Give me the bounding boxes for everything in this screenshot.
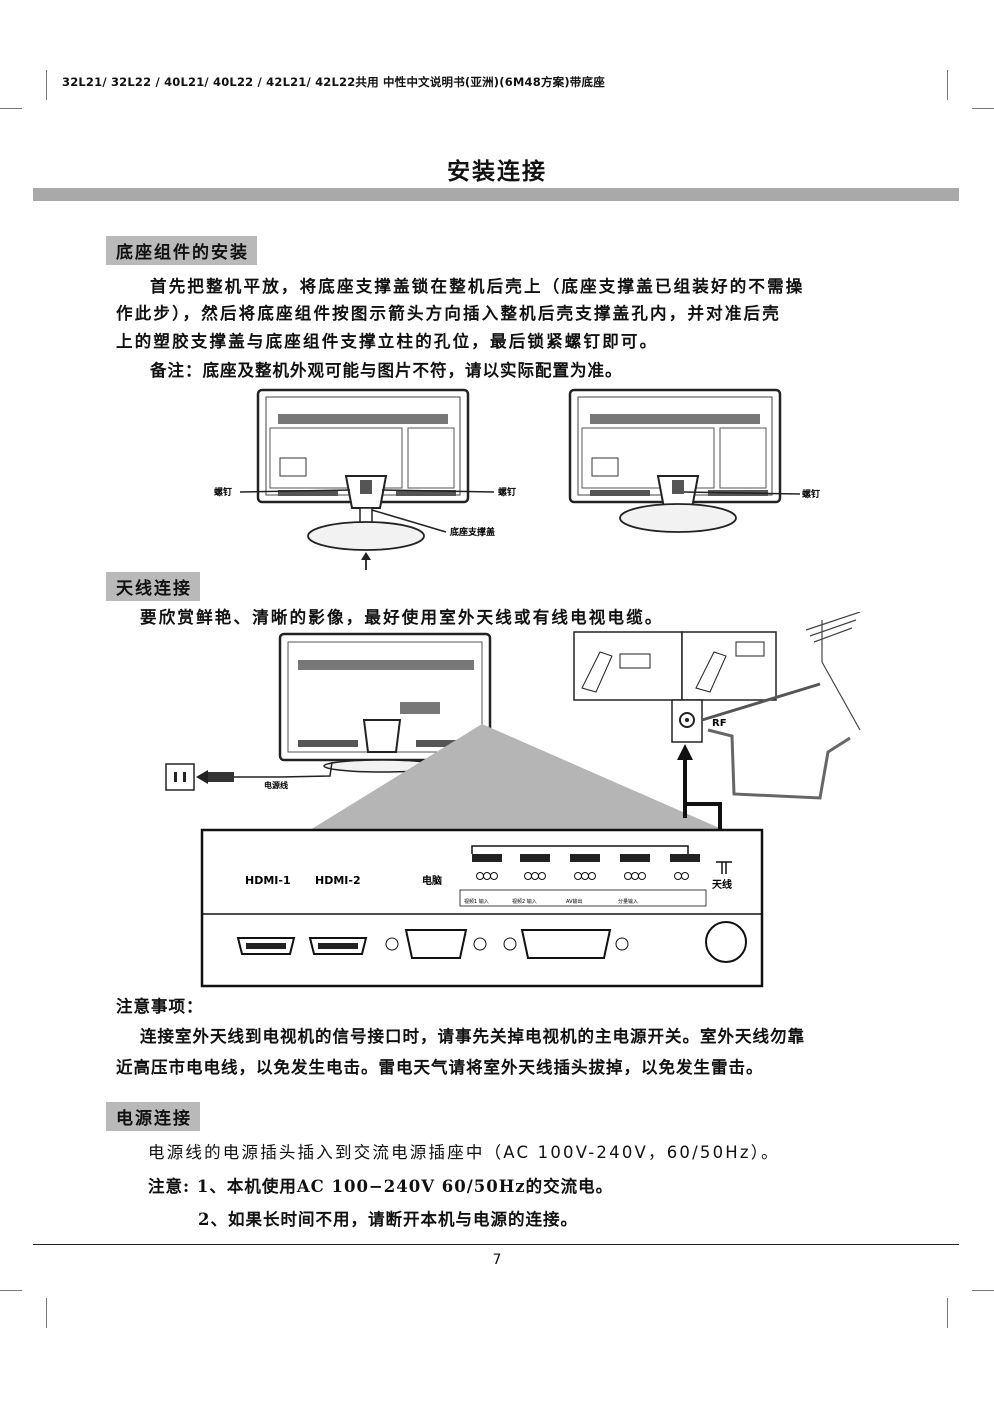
crop-mark [46, 1298, 47, 1328]
cable-plug-inset [573, 631, 777, 701]
stand-line-2: 作此步），然后将底座组件按图示箭头方向插入整机后壳支撑盖孔内，并对准后壳 [116, 304, 781, 323]
label-stand-cover: 底座支撑盖 [450, 526, 495, 538]
tv-back-left [256, 388, 470, 504]
crop-mark [0, 108, 22, 109]
page-title: 安装连接 [447, 159, 547, 185]
power-note-2: 2、如果长时间不用，请断开本机与电源的连接。 [198, 1210, 578, 1229]
label-screw-left: 螺钉 [214, 486, 232, 498]
av-label-4: 分量输入 [618, 898, 638, 905]
label-antenna: 天线 [712, 878, 732, 891]
arrow-up-icon [361, 552, 371, 560]
document-header: 32L21/ 32L22 / 40L21/ 40L22 / 42L21/ 42L… [62, 75, 605, 89]
hdmi-port-2 [308, 937, 368, 955]
footer-divider [33, 1244, 959, 1245]
power-note-1: 注意: 1、本机使用AC 100−240V 60/50Hz的交流电。 [148, 1177, 614, 1196]
stand-note: 备注：底座及整机外观可能与图片不符，请以实际配置为准。 [150, 361, 623, 380]
antenna-port [705, 921, 747, 963]
label-power-cord: 电源线 [264, 780, 288, 790]
arrow-up-icon [677, 744, 693, 760]
title-underline-bar [33, 188, 959, 201]
label-rf: RF [712, 718, 727, 729]
crop-mark [972, 108, 994, 109]
section-label-power: 电源连接 [106, 1102, 200, 1131]
io-panel [200, 828, 764, 988]
outdoor-antenna-icon [805, 612, 861, 731]
section-label-antenna: 天线连接 [106, 572, 200, 601]
scart-port [503, 929, 629, 959]
arrow-left-icon [196, 770, 208, 784]
stand-install-diagram: 螺钉 螺钉 底座支撑盖 螺钉 [214, 388, 820, 570]
power-line: 电源线的电源插头插入到交流电源插座中（AC 100V-240V，60/50Hz）… [148, 1143, 780, 1162]
crop-mark [947, 70, 948, 100]
crop-mark [947, 1298, 948, 1328]
crop-mark [972, 1290, 994, 1291]
crop-mark [0, 1290, 22, 1291]
av-label-3: AV输出 [566, 898, 583, 905]
label-hdmi2: HDMI-2 [315, 874, 361, 887]
stand-line-1: 首先把整机平放，将底座支撑盖锁在整机后壳上（底座支撑盖已组装好的不需操 [150, 277, 805, 296]
stand-base-right [619, 503, 737, 533]
notes-line-1: 连接室外天线到电视机的信号接口时，请事先关掉电视机的主电源开关。室外天线勿靠 [140, 1027, 805, 1046]
notes-line-2: 近高压市电电线，以免发生电击。雷电天气请将室外天线插头拔掉，以免发生雷击。 [116, 1058, 764, 1077]
label-screw-right-2: 螺钉 [802, 488, 820, 500]
antenna-line: 要欣赏鲜艳、清晰的影像，最好使用室外天线或有线电视电缆。 [140, 608, 664, 627]
antenna-connection-diagram: 电源线 RF HDMI-1 HDMI-2 电脑 视频1 输入 视频2 输入 AV… [165, 612, 861, 988]
av-jack-groups [459, 854, 707, 907]
av-label-1: 视频1 输入 [464, 898, 489, 905]
label-pc: 电脑 [422, 874, 442, 887]
notes-title: 注意事项： [116, 997, 204, 1016]
vga-port [385, 929, 487, 959]
tv-back-center [278, 632, 492, 773]
crop-mark [46, 70, 47, 100]
tv-back-right [568, 388, 782, 504]
stand-base-left [307, 521, 425, 551]
antenna-symbol-icon [716, 861, 732, 874]
label-hdmi1: HDMI-1 [245, 874, 291, 887]
section-label-stand: 底座组件的安装 [106, 236, 257, 265]
wall-outlet-icon [165, 763, 195, 791]
hdmi-port-1 [236, 937, 296, 955]
label-screw-right: 螺钉 [498, 486, 516, 498]
page-number: 7 [492, 1252, 502, 1268]
av-label-2: 视频2 输入 [512, 898, 537, 905]
stand-line-3: 上的塑胶支撑盖与底座组件支撑立柱的孔位，最后锁紧螺钉即可。 [116, 332, 659, 351]
